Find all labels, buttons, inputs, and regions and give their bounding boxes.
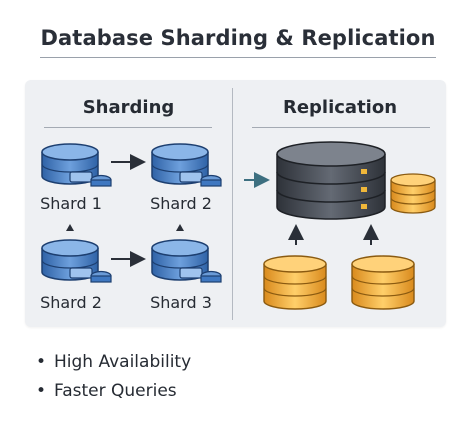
benefit-item: • High Availability	[36, 348, 191, 377]
shard-label-2: Shard 2	[150, 194, 212, 213]
title-underline	[40, 57, 436, 58]
shard-2-bottom-database-icon	[41, 239, 112, 283]
replication-heading-underline	[252, 127, 430, 128]
replica-database-icon-left	[263, 255, 327, 310]
status-light-2	[361, 187, 367, 192]
shard-up-arrow-right	[176, 224, 184, 231]
sharding-heading: Sharding	[82, 97, 175, 118]
shard-up-arrow-left	[66, 224, 74, 231]
status-light-3	[361, 204, 367, 209]
status-light-1	[361, 169, 367, 174]
bullet-dot-icon: •	[36, 381, 47, 401]
diagram-title: Database Sharding & Replication	[40, 26, 436, 50]
shard-1-database-icon	[41, 143, 112, 187]
bullet-dot-icon: •	[36, 352, 47, 372]
panel-divider	[232, 88, 233, 320]
benefit-text: High Availability	[54, 352, 192, 372]
primary-database-icon	[276, 141, 386, 220]
replica-database-icon-right	[351, 255, 415, 310]
benefits-list: • High Availability • Faster Queries	[36, 348, 191, 406]
shard-3-database-icon	[151, 239, 222, 283]
shard-label-4: Shard 3	[150, 293, 212, 312]
replica-database-icon-small	[390, 173, 436, 214]
sharding-heading-underline	[44, 127, 212, 128]
benefit-text: Faster Queries	[54, 381, 177, 401]
shard-label-3: Shard 2	[40, 293, 102, 312]
benefit-item: • Faster Queries	[36, 377, 191, 406]
shard-label-1: Shard 1	[40, 194, 102, 213]
shard-2-database-icon	[151, 143, 222, 187]
replication-heading: Replication	[282, 97, 398, 118]
